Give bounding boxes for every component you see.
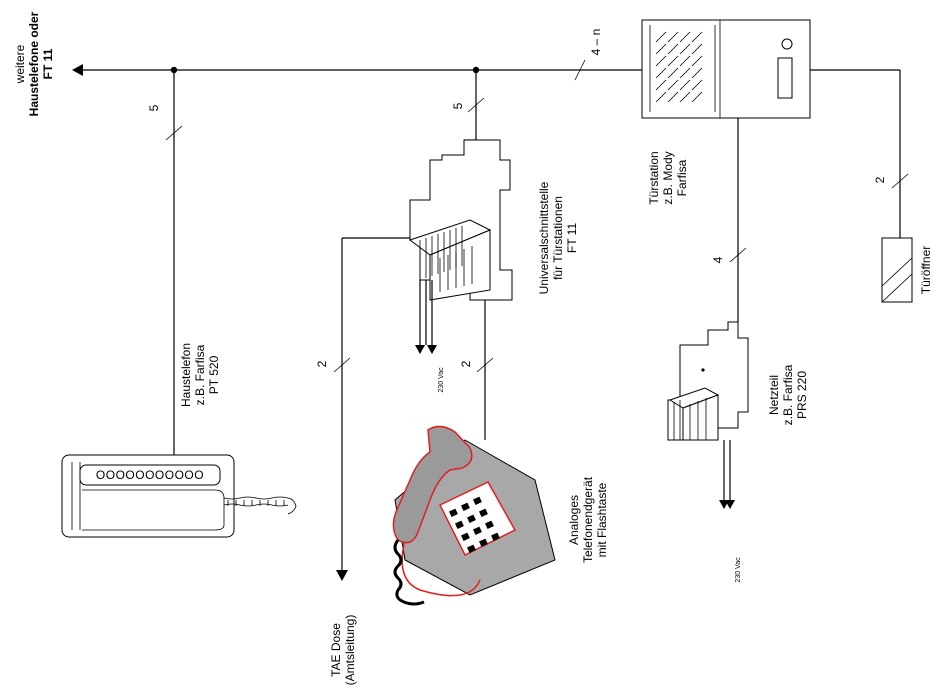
label-weitere-haustelefone: weitere Haustelefone oder FT 11 xyxy=(13,11,55,116)
svg-text:mit Flashtaste: mit Flashtaste xyxy=(595,482,609,557)
label-netzteil: Netzteil z.B. Farfisa PRS 220 xyxy=(767,364,809,425)
wire-count-main-bus: 4 – n xyxy=(589,29,603,56)
arrow-down-icon xyxy=(415,345,425,354)
arrow-down-icon xyxy=(725,500,735,509)
label-tueroeffner: Türöffner xyxy=(919,246,933,294)
svg-text:FT 11: FT 11 xyxy=(565,223,579,254)
wire-count-haustelefon: 5 xyxy=(147,104,161,111)
svg-text:Analoges: Analoges xyxy=(567,495,581,545)
label-tae: TAE Dose (Amtsleitung) xyxy=(329,615,357,686)
label-universal: Universalschnittstelle für Türstationen … xyxy=(537,181,579,294)
tueroeffner-branch: 2 xyxy=(873,70,909,238)
wire-count-analog: 2 xyxy=(459,360,473,367)
svg-text:Türstation: Türstation xyxy=(647,151,661,204)
svg-text:Universalschnittstelle: Universalschnittstelle xyxy=(537,181,551,294)
svg-text:PT 520: PT 520 xyxy=(207,355,221,394)
analog-telephone xyxy=(392,425,556,606)
door-button-icon xyxy=(781,38,793,50)
tae-branch: 2 xyxy=(315,237,410,581)
wire-count-universal: 5 xyxy=(451,102,465,109)
svg-text:z.B. Mody: z.B. Mody xyxy=(661,151,675,204)
svg-text:z.B. Farfisa: z.B. Farfisa xyxy=(193,344,207,405)
svg-text:FT 11: FT 11 xyxy=(41,48,55,79)
tuerstation-device xyxy=(641,19,811,119)
netzteil-device: 230 Vac xyxy=(667,321,749,583)
svg-text:Haustelefon: Haustelefon xyxy=(179,343,193,407)
svg-text:OOOOOOOOOOO: OOOOOOOOOOO xyxy=(96,468,204,482)
haustelefon-device: OOOOOOOOOOO xyxy=(61,454,297,538)
arrow-left-icon xyxy=(72,64,83,76)
universal-interface-device: 230 Vac xyxy=(408,139,513,393)
analog-phone-branch: 2 xyxy=(459,300,494,440)
arrow-down-icon xyxy=(427,345,437,354)
haustelefon-branch: 5 xyxy=(147,70,183,455)
wire-count-tick xyxy=(574,59,586,81)
svg-text:Farfisa: Farfisa xyxy=(675,159,689,196)
wire-count-netzteil: 4 xyxy=(711,256,725,263)
power-label-netzteil: 230 Vac xyxy=(735,557,742,583)
label-analog-phone: Analoges Telefonendgerät mit Flashtaste xyxy=(567,476,609,563)
wire-count-tueroeffner: 2 xyxy=(873,176,887,183)
wire-count-tae: 2 xyxy=(315,360,329,367)
svg-text:Haustelefone oder: Haustelefone oder xyxy=(27,11,41,116)
svg-text:4 – n: 4 – n xyxy=(589,29,603,56)
svg-text:Netzteil: Netzteil xyxy=(767,375,781,415)
svg-text:Telefonendgerät: Telefonendgerät xyxy=(581,476,595,563)
label-tuerstation: Türstation z.B. Mody Farfisa xyxy=(647,151,689,204)
universal-branch: 5 xyxy=(451,70,485,141)
svg-text:weitere: weitere xyxy=(13,44,27,84)
svg-text:für Türstationen: für Türstationen xyxy=(551,196,565,280)
netzteil-branch: 4 xyxy=(711,118,747,322)
svg-text:Türöffner: Türöffner xyxy=(919,246,933,294)
power-label-universal: 230 Vac xyxy=(438,367,445,393)
svg-text:z.B. Farfisa: z.B. Farfisa xyxy=(781,364,795,425)
svg-text:PRS 220: PRS 220 xyxy=(795,371,809,419)
svg-text:(Amtsleitung): (Amtsleitung) xyxy=(343,615,357,686)
tueroeffner-device xyxy=(881,237,913,303)
label-haustelefon: Haustelefon z.B. Farfisa PT 520 xyxy=(179,343,221,407)
svg-text:TAE Dose: TAE Dose xyxy=(329,623,343,677)
arrow-down-icon xyxy=(336,570,348,581)
